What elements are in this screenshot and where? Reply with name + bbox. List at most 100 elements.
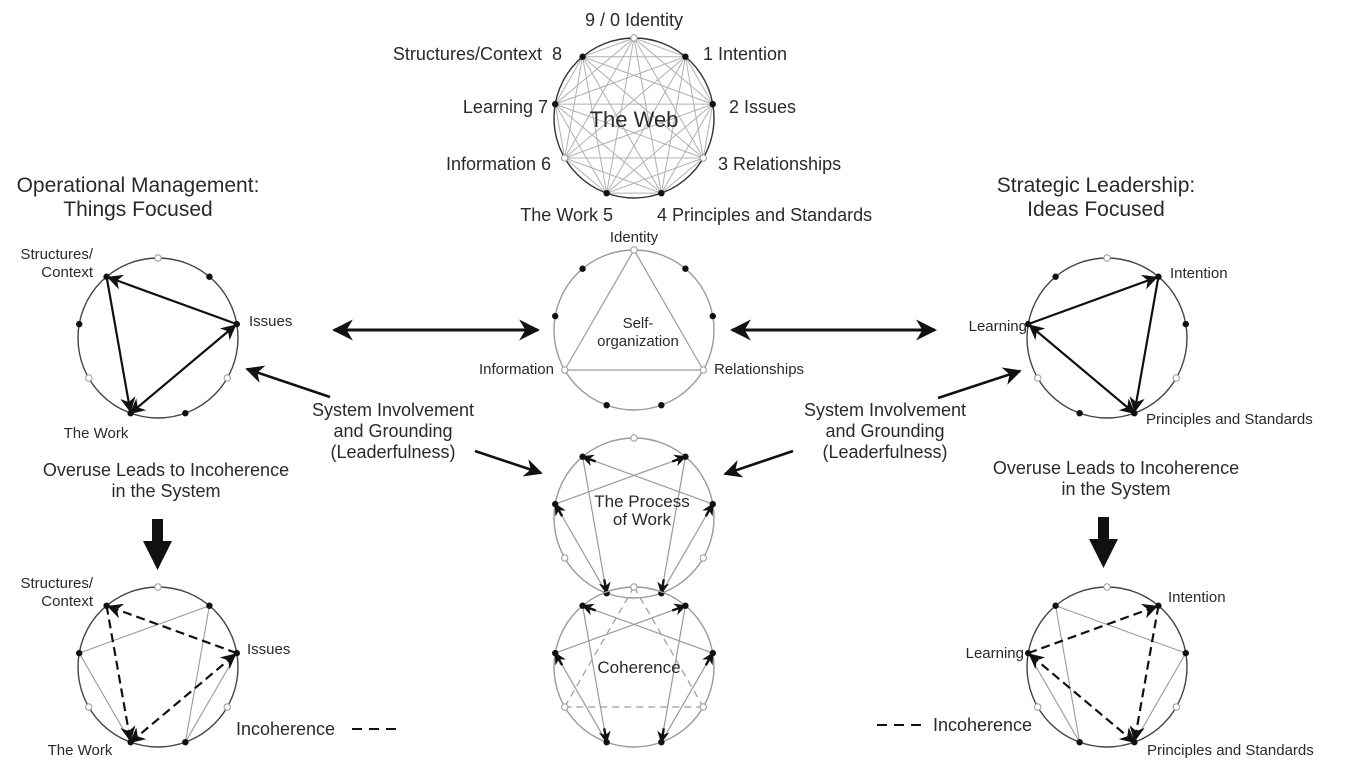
node-dot (206, 273, 213, 280)
node-dot (709, 312, 716, 320)
operational-overuse-line2: in the System (111, 481, 220, 501)
strategic-overuse-line2: in the System (1061, 479, 1170, 499)
involvement-right-line2: and Grounding (825, 421, 944, 441)
strategic-incoherence-intention-label: Intention (1168, 589, 1226, 606)
self-org-title-line2: organization (597, 333, 679, 350)
operational-issues-label: Issues (249, 313, 292, 330)
web-label-issues: 2 Issues (729, 97, 796, 117)
enneagram-edge (1027, 603, 1158, 655)
operational-structures-line1: Structures/ (20, 246, 93, 263)
node-dot (103, 273, 110, 280)
enneagram-edge (606, 103, 714, 194)
operational-work-label: The Work (64, 425, 129, 442)
node-dot-hollow (1103, 583, 1111, 591)
operational-overuse-line1: Overuse Leads to Incoherence (43, 460, 289, 480)
operational-incoherence-structures-line1: Structures/ (20, 575, 93, 592)
operational-incoherence-issues-label: Issues (247, 641, 290, 658)
node-dot (182, 409, 189, 417)
enneagram-edge (564, 249, 635, 371)
node-dot (709, 500, 716, 508)
node-dot (709, 100, 716, 108)
enneagram-edge (555, 103, 704, 159)
node-dot-hollow (699, 366, 707, 374)
enneagram-edge (555, 605, 686, 654)
enneagram-circle (1026, 586, 1188, 748)
node-dot (1155, 273, 1162, 280)
enneagram-edge (582, 56, 608, 194)
self-org-relationships-label: Relationships (714, 361, 804, 378)
node-dot (76, 649, 83, 657)
node-dot (1155, 602, 1162, 609)
enneagram-edge (105, 605, 136, 742)
enneagram-edge (660, 56, 686, 194)
node-dot-hollow (154, 583, 162, 591)
enneagram-edge (582, 56, 713, 105)
enneagram-edge (581, 605, 608, 743)
web-title: The Web (590, 107, 679, 132)
node-dot-hollow (1034, 703, 1042, 711)
operational-structures-line2: Context (41, 264, 94, 281)
enneagram-edge (606, 37, 635, 194)
enneagram-circle (1026, 257, 1188, 419)
node-dot-hollow (561, 703, 569, 711)
node-dot (579, 453, 586, 460)
node-dot (1025, 320, 1032, 328)
enneagram-edge (1055, 605, 1186, 654)
node-dot (1131, 409, 1138, 417)
enneagram-edge (555, 56, 686, 105)
node-dot (682, 453, 689, 460)
node-dot (206, 602, 213, 609)
enneagram-edge (660, 605, 687, 743)
process-of-work-enneagram (552, 434, 716, 599)
node-dot (1076, 409, 1083, 417)
node-dot (579, 602, 586, 609)
node-dot (552, 500, 559, 508)
node-dot (658, 189, 665, 197)
process-title-line2: of Work (613, 510, 672, 529)
node-dot (658, 738, 665, 746)
node-dot (1131, 738, 1138, 746)
enneagram-circle (77, 257, 239, 419)
node-dot-hollow (630, 583, 638, 591)
enneagram-edge (660, 103, 714, 194)
strategic-incoherence-enneagram (1025, 583, 1189, 748)
operational-heading-line1: Operational Management: (17, 174, 260, 197)
node-dot-hollow (154, 254, 162, 262)
enneagram-edge (582, 56, 662, 194)
strategic-heading-line2: Ideas Focused (1027, 198, 1165, 221)
enneagram-edge (105, 276, 136, 413)
web-label-relationships: 3 Relationships (718, 154, 841, 174)
enneagram-edge (564, 56, 584, 159)
enneagram-edge (79, 605, 210, 654)
enneagram-edge (564, 103, 713, 159)
involvement-arrow-to-strategic (937, 367, 1022, 400)
strategic-learning-label: Learning (969, 318, 1027, 335)
node-dot-hollow (1172, 703, 1180, 711)
node-dot (682, 602, 689, 609)
web-label-identity: 9 / 0 Identity (585, 10, 683, 30)
node-dot (552, 100, 559, 108)
strategic-incoherence-legend: Incoherence (933, 715, 1032, 735)
node-dot (233, 649, 240, 657)
enneagram-circle (77, 586, 239, 748)
node-dot-hollow (85, 374, 93, 382)
enneagram-edge (582, 56, 704, 159)
node-dot (76, 320, 83, 328)
enneagram-edge (129, 653, 237, 744)
node-dot-hollow (1103, 254, 1111, 262)
operational-incoherence-enneagram (76, 583, 240, 748)
self-org-identity-label: Identity (610, 229, 659, 246)
operational-enneagram (76, 254, 240, 419)
node-dot (603, 189, 610, 197)
enneagram-edge (129, 324, 237, 415)
strategic-intention-label: Intention (1170, 265, 1228, 282)
strategic-principles-label: Principles and Standards (1146, 411, 1313, 428)
enneagram-edge (661, 157, 704, 194)
self-org-information-label: Information (479, 361, 554, 378)
node-dot (709, 649, 716, 657)
node-dot (1052, 273, 1059, 280)
node-dot-hollow (561, 366, 569, 374)
node-dot-hollow (699, 554, 707, 562)
web-label-structures: Structures/Context 8 (393, 44, 562, 64)
